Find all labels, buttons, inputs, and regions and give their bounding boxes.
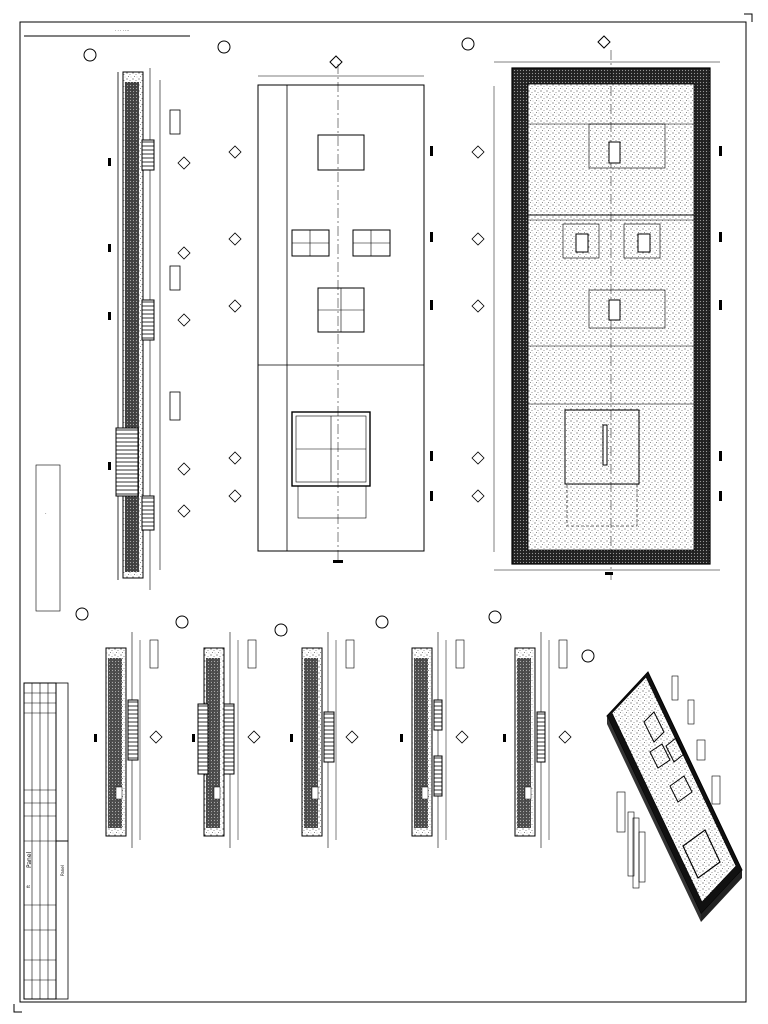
crop-mark-top-right [744,13,753,22]
sheet-border [19,21,747,1003]
crop-mark-bottom-left [13,1004,22,1013]
view-marker-b [217,40,231,54]
elevation-view [217,40,433,563]
view-marker-c [461,37,475,51]
title-block-name: Panel [26,851,33,868]
view-marker-detail [175,615,189,629]
title-block-rot: Panel [60,865,65,876]
detail-sections-row [75,607,572,848]
isometric-view [581,649,743,922]
view-marker-iso [581,649,595,663]
view-marker-detail [375,615,389,629]
detail-4 [375,615,469,848]
stamp-text: · [45,511,47,517]
stamp-box [35,464,61,612]
title-block: Panel ft Panel [23,682,69,1000]
view-marker-a [83,48,97,62]
detail-3 [274,623,359,848]
detail-5 [488,610,572,848]
header-note: · · · · ··· [115,28,129,33]
section-long [83,48,191,590]
title-block-sub: ft [26,885,31,888]
detail-1 [75,607,163,848]
view-marker-detail [75,607,89,621]
view-marker-detail [488,610,502,624]
view-marker-detail [274,623,288,637]
detail-2 [175,615,261,848]
header-strip: · · · · ··· [24,28,190,37]
reinforcement-plan [461,35,722,580]
